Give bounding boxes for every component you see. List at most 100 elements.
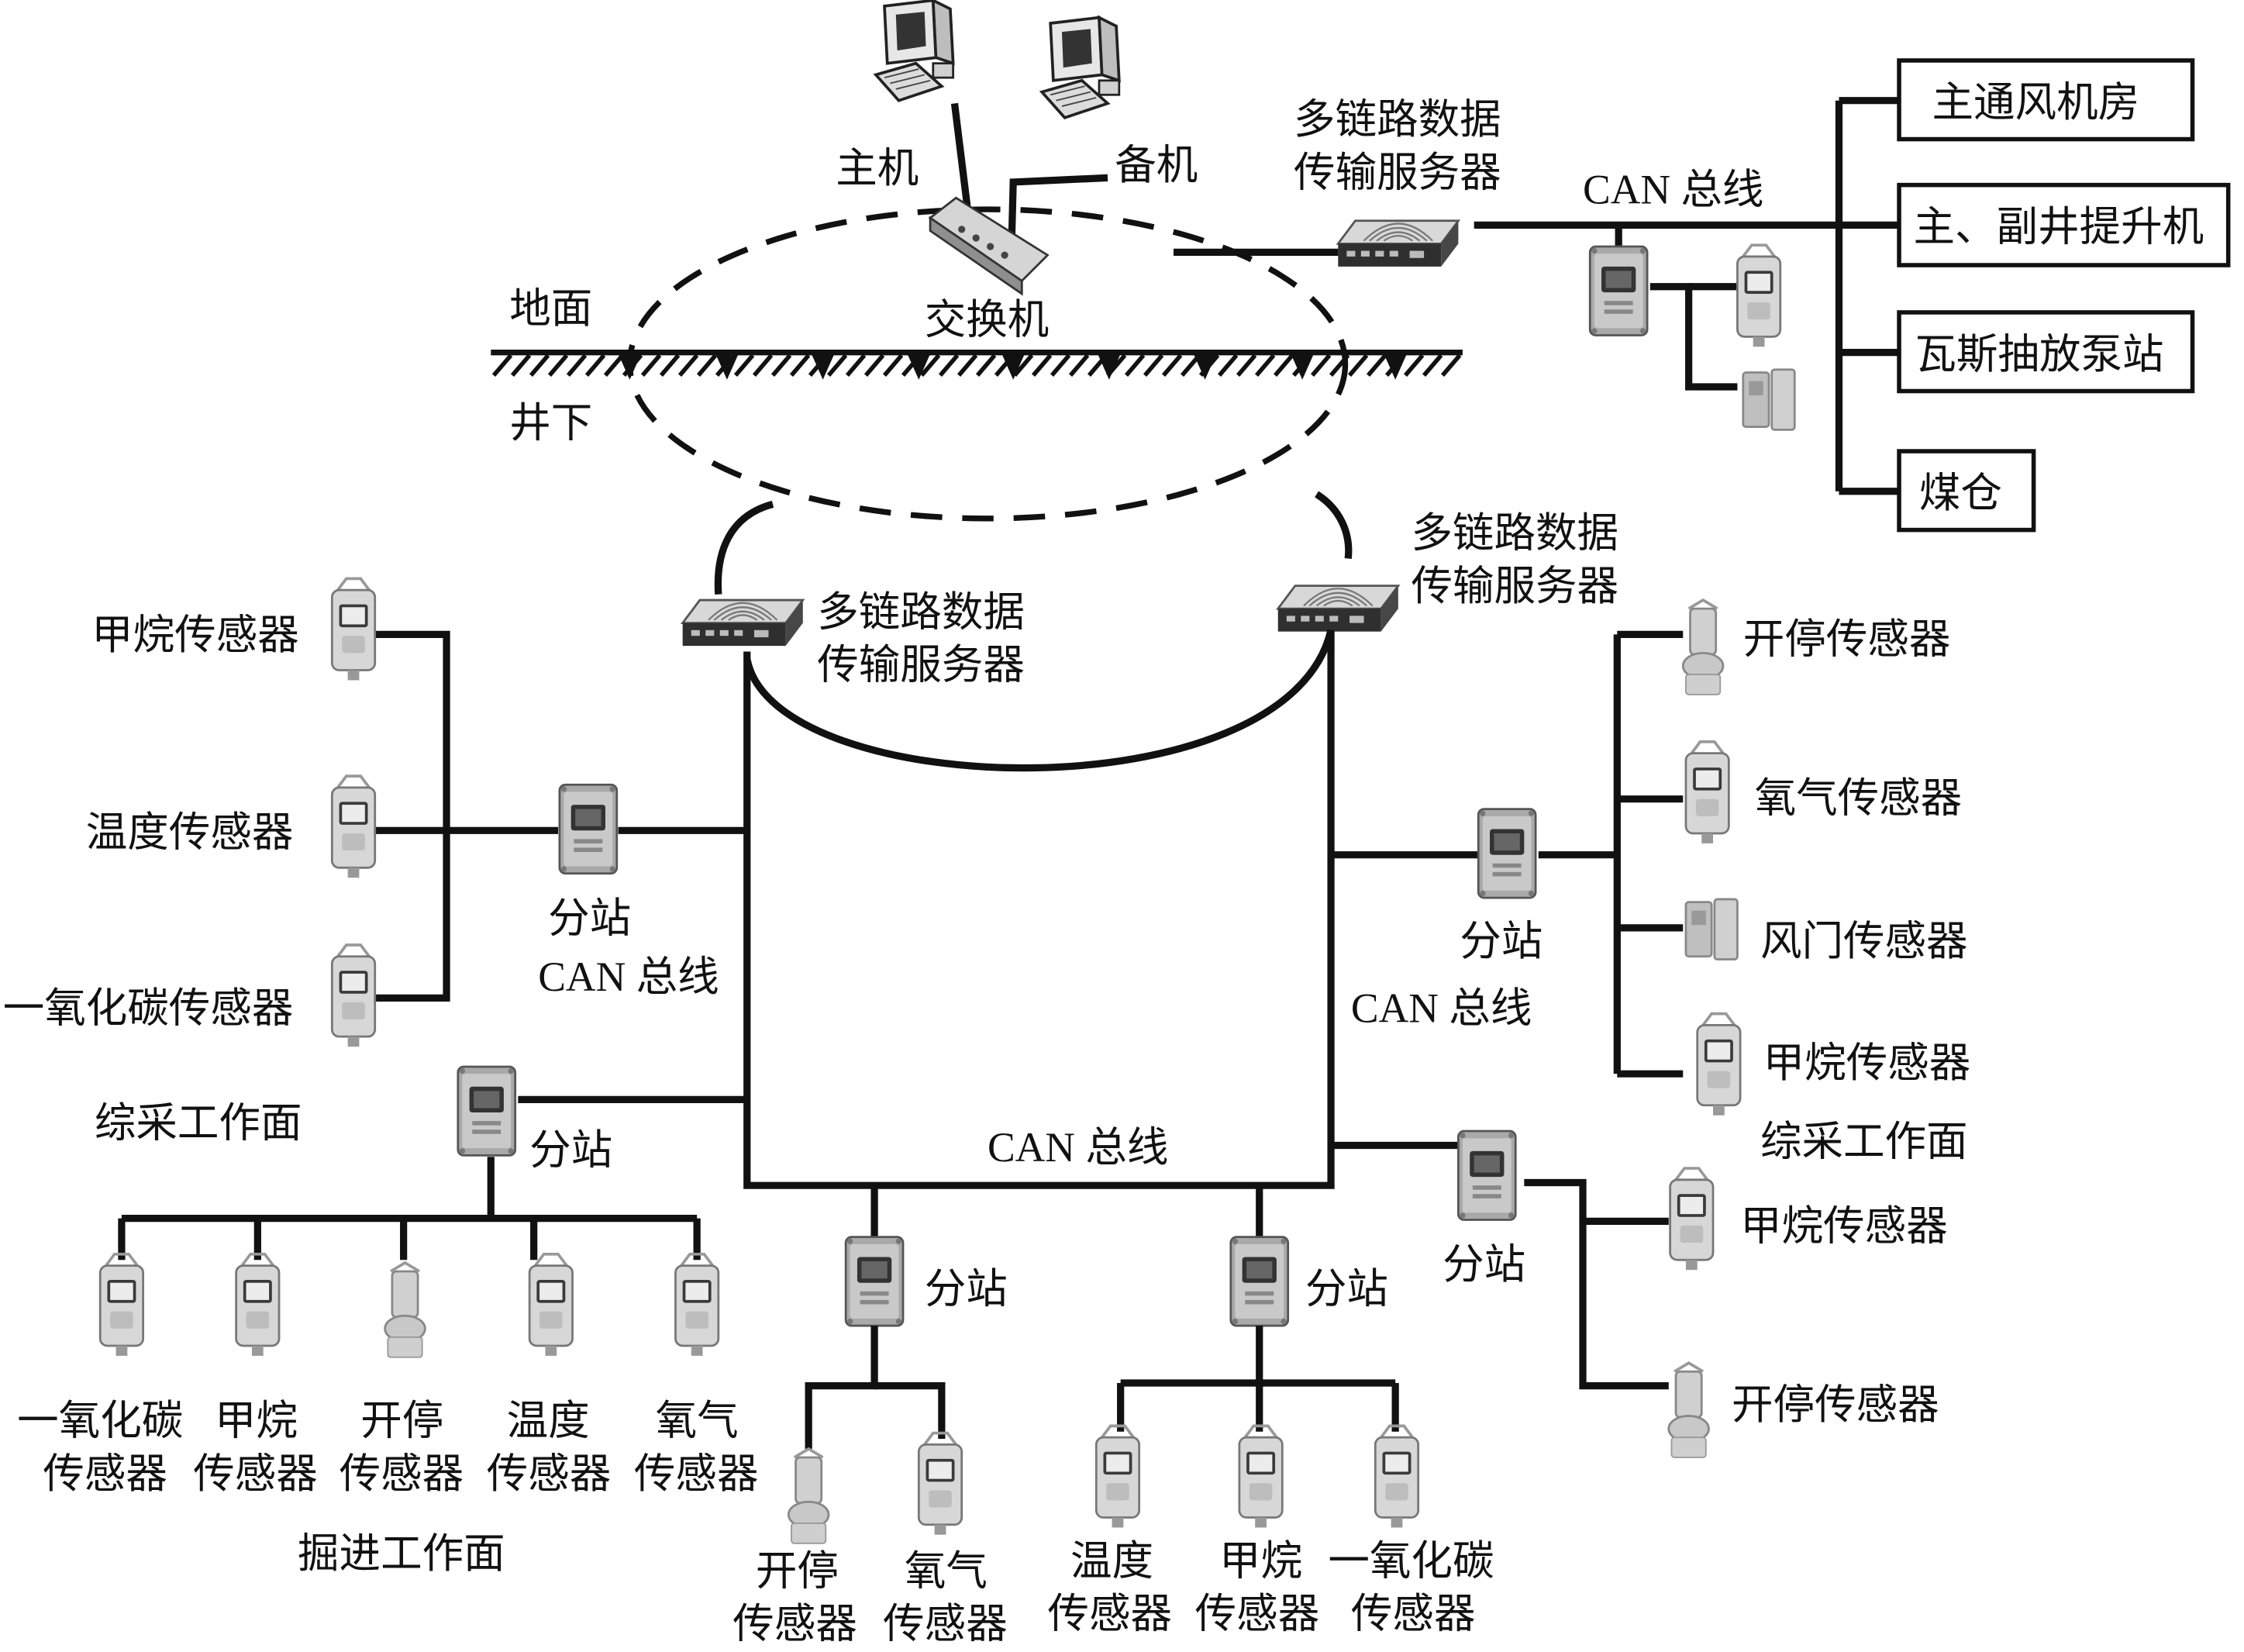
left-area-label: 综采工作面 [95,1098,302,1147]
bottom-right-sensor-2-l2: 传感器 [1351,1589,1476,1638]
heading-sensor-3-l1: 温度 [507,1395,590,1444]
svg-text:主通风机房: 主通风机房 [1932,78,2140,126]
heading-co-sensor-icon [98,1252,145,1357]
svg-text:瓦斯抽放泵站: 瓦斯抽放泵站 [1915,329,2163,378]
target-coal-bunker: 煤仓 [1897,449,2036,533]
top-sensor-icon [1736,243,1782,349]
underground-label: 井下 [509,398,592,447]
left-server-label-1: 多链路数据 [817,587,1025,636]
bottom-right-sensor-2-l1: 一氧化碳 [1328,1536,1494,1585]
heading-methane-sensor-icon [234,1252,281,1357]
heading-sensor-1-l1: 甲烷 [215,1395,298,1444]
far-right-methane-sensor-icon [1668,1167,1715,1271]
right-server-icon [1277,585,1400,633]
heading-sensor-2-l2: 传感器 [340,1449,464,1498]
ground-root-mark [1384,354,1407,380]
far-right-sensor-label-1: 开停传感器 [1732,1380,1939,1429]
bottom-mid-substation-icon [844,1236,905,1327]
bottom-can-bus-label: CAN 总线 [988,1124,1168,1171]
bottom-mid-sensor-0-l1: 开停 [756,1546,839,1595]
right-sensor-label-2: 风门传感器 [1760,916,1968,965]
bottom-mid-sensor-1-l2: 传感器 [883,1599,1008,1648]
ground-root-mark [1193,354,1217,380]
heading-sensor-1-l2: 传感器 [193,1449,318,1498]
left-sensor-label-2: 一氧化碳传感器 [3,984,294,1033]
network-ring-dashed [626,206,1349,522]
far-right-substation-label: 分站 [1443,1240,1525,1288]
heading-onoff-sensor-icon [383,1261,427,1359]
heading-sensor-4-l1: 氧气 [656,1395,739,1444]
top-can-bus-label: CAN 总线 [1583,167,1763,213]
heading-sensor-2-l1: 开停 [360,1395,443,1444]
right-sensor-label-1: 氧气传感器 [1755,773,1963,822]
switch-icon [928,196,1050,296]
left-co-sensor-icon [330,943,377,1048]
bottom-right-substation-label: 分站 [1305,1264,1388,1313]
right-onoff-sensor-icon [1681,598,1725,696]
bottom-right-sensor-0-l1: 温度 [1070,1536,1153,1585]
bottom-mid-sensor-1-l1: 氧气 [905,1546,988,1595]
bottom-right-methane-sensor-icon [1238,1424,1284,1530]
backup-computer-icon [1040,16,1121,119]
right-methane-sensor-icon [1695,1012,1742,1117]
heading-substation-label: 分站 [529,1125,612,1174]
bottom-mid-substation-label: 分站 [925,1264,1008,1313]
left-substation-icon [558,783,619,875]
bottom-right-sensor-0-l2: 传感器 [1047,1589,1172,1638]
top-server-label-2: 传输服务器 [1294,147,1501,196]
ground-root-mark [811,354,835,380]
heading-area-label: 掘进工作面 [298,1529,505,1578]
bottom-right-sensor-1-l1: 甲烷 [1219,1536,1302,1585]
far-right-sensor-label-0: 甲烷传感器 [1740,1201,1948,1250]
right-server-label-1: 多链路数据 [1411,509,1618,557]
ground-root-mark [1001,354,1025,380]
ground-root-mark [715,354,739,380]
backup-label: 备机 [1115,140,1198,189]
right-server-label-2: 传输服务器 [1411,561,1618,610]
heading-substation-icon [457,1065,517,1157]
right-door-sensor-icon [1684,898,1739,961]
right-sensor-label-3: 甲烷传感器 [1763,1038,1971,1087]
svg-text:主、副井提升机: 主、副井提升机 [1914,202,2204,251]
bottom-right-temp-sensor-icon [1094,1424,1141,1530]
ground-line [491,349,1463,380]
bottom-right-co-sensor-icon [1374,1424,1420,1530]
bottom-mid-onoff-sensor-icon [787,1447,830,1545]
right-oxygen-sensor-icon [1684,740,1731,845]
bottom-right-substation-icon [1229,1236,1290,1327]
top-door-sensor-icon [1742,368,1796,431]
far-right-onoff-sensor-icon [1667,1361,1711,1459]
right-can-bus-label: CAN 总线 [1351,985,1532,1032]
ground-root-mark [907,354,931,380]
bottom-right-sensor-1-l2: 传感器 [1195,1589,1320,1638]
heading-sensor-4-l2: 传感器 [634,1449,759,1498]
top-server-icon [1336,219,1460,268]
right-substation-icon [1477,808,1537,899]
left-sensor-label-1: 温度传感器 [86,808,294,857]
left-methane-sensor-icon [330,577,377,682]
host-label: 主机 [836,143,919,192]
left-sensor-label-0: 甲烷传感器 [91,610,299,659]
heading-oxygen-sensor-icon [674,1252,720,1357]
left-can-bus-label: CAN 总线 [538,954,719,1000]
target-main-fan: 主通风机房 [1897,58,2195,142]
far-right-substation-icon [1456,1129,1517,1221]
heading-sensor-0-l1: 一氧化碳 [17,1395,183,1444]
ground-root-mark [1291,354,1314,380]
left-server-icon [681,598,805,647]
left-server-label-2: 传输服务器 [817,640,1025,689]
ground-root-mark [1098,354,1121,380]
ground-label: 地面 [509,284,592,333]
right-sensor-label-0: 开停传感器 [1743,614,1951,663]
heading-sensor-3-l2: 传感器 [487,1449,612,1498]
bottom-mid-sensor-0-l2: 传感器 [732,1599,857,1648]
switch-label: 交换机 [925,295,1050,344]
svg-text:煤仓: 煤仓 [1919,468,2002,517]
top-substation-icon [1588,245,1649,336]
right-area-label: 综采工作面 [1760,1116,1968,1165]
right-substation-label: 分站 [1460,916,1543,965]
host-computer-icon [874,0,955,102]
target-shaft-hoist: 主、副井提升机 [1897,182,2231,267]
